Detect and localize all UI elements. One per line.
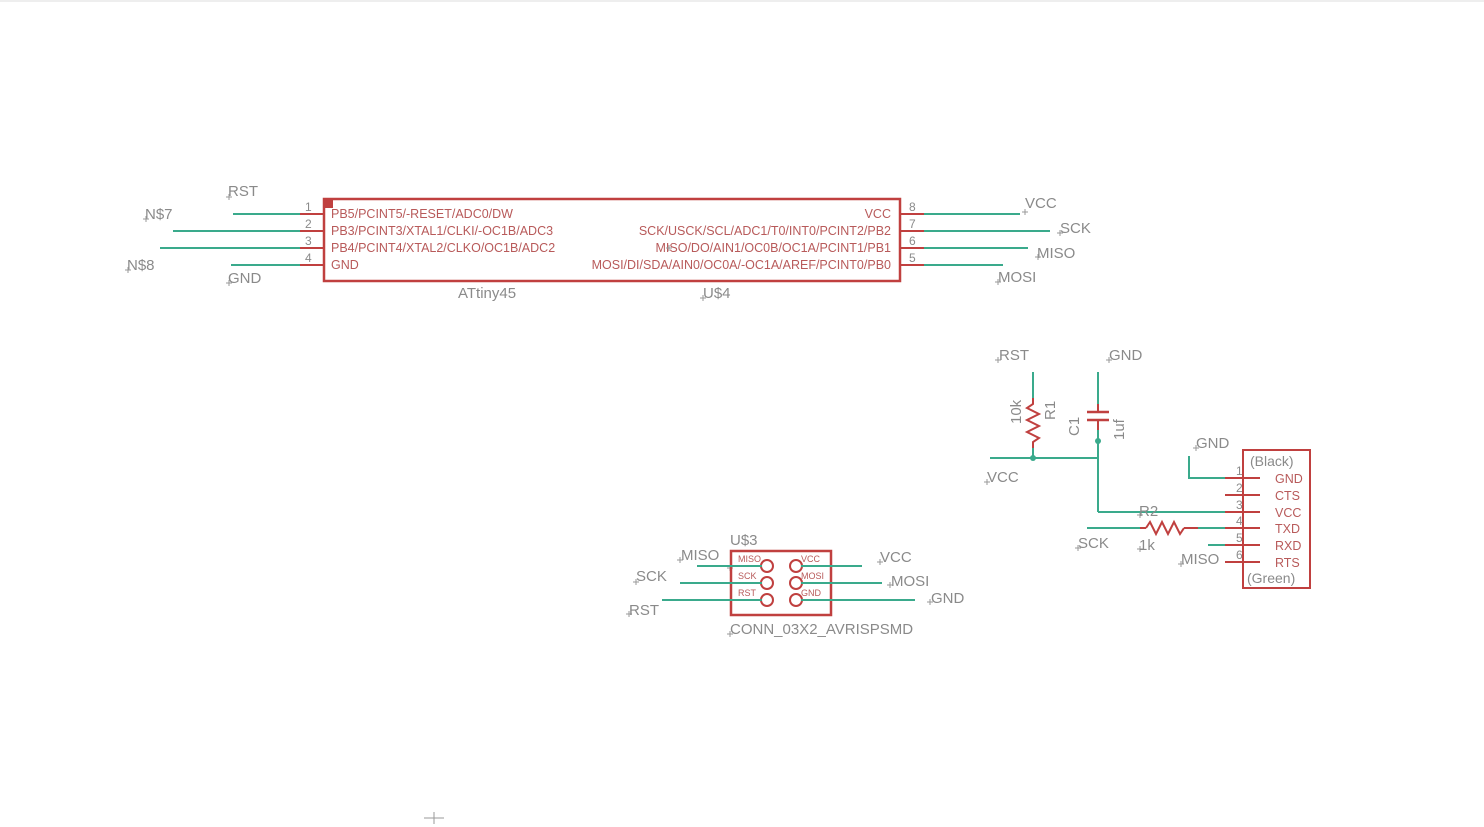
ftdi-pin-label-3: VCC bbox=[1275, 506, 1301, 520]
wire-ftdi-gnd[interactable] bbox=[1188, 456, 1225, 479]
net-label-mosi-right: MOSI bbox=[998, 269, 1036, 286]
isp-pin-label-mosi: MOSI bbox=[801, 571, 824, 581]
isp-pad-5 bbox=[760, 593, 774, 607]
net-label-rst: RST bbox=[228, 183, 258, 200]
ftdi-pin-num-4: 4 bbox=[1236, 514, 1243, 528]
r1-zigzag bbox=[1024, 398, 1042, 448]
ftdi-pin-num-5: 5 bbox=[1236, 531, 1243, 545]
attiny45-body bbox=[322, 197, 902, 283]
ftdi-body bbox=[1242, 449, 1311, 589]
ftdi-top-label: (Black) bbox=[1250, 453, 1294, 469]
net-label-sck-right: SCK bbox=[1060, 220, 1091, 237]
c1-capacitor[interactable]: C1 1uf bbox=[1066, 372, 1128, 512]
attiny-pin-label-7: SCK/USCK/SCL/ADC1/T0/INT0/PCINT2/PB2 bbox=[639, 224, 891, 238]
net-label-vcc-right: VCC bbox=[1025, 195, 1057, 212]
r2-ref: R2 bbox=[1139, 503, 1158, 520]
ftdi-pin-label-5: RXD bbox=[1275, 539, 1301, 553]
isp-pin-label-rst: RST bbox=[738, 588, 757, 598]
isp-ref: U$3 bbox=[730, 532, 758, 549]
r2-zigzag bbox=[1145, 519, 1185, 537]
net-label-gnd-left: GND bbox=[228, 270, 262, 287]
attiny-pin-num-7: 7 bbox=[909, 217, 916, 231]
ftdi-pin-num-2: 2 bbox=[1236, 481, 1243, 495]
ftdi-pin-label-4: TXD bbox=[1275, 522, 1300, 536]
attiny-pin-label-5: MOSI/DI/SDA/AIN0/OC0A/-OC1A/AREF/PCINT0/… bbox=[592, 258, 891, 272]
attiny-pin-num-1: 1 bbox=[305, 200, 312, 214]
attiny-pin-num-2: 2 bbox=[305, 217, 312, 231]
net-label-isp-gnd: GND bbox=[931, 590, 965, 607]
attiny-pin-label-8: VCC bbox=[865, 207, 891, 221]
r1-resistor[interactable]: 10k R1 bbox=[1008, 372, 1059, 458]
attiny-part-name: ATtiny45 bbox=[458, 285, 516, 302]
ftdi-pin-num-3: 3 bbox=[1236, 498, 1243, 512]
c1-value: 1uf bbox=[1111, 418, 1128, 440]
pin1-marker bbox=[324, 199, 333, 208]
net-label-isp-miso: MISO bbox=[681, 547, 719, 564]
isp-pin-label-gnd: GND bbox=[801, 588, 822, 598]
r1-value: 10k bbox=[1008, 399, 1025, 424]
r1-ref: R1 bbox=[1042, 401, 1059, 420]
net-label-n7: N$7 bbox=[145, 206, 173, 223]
attiny-pin-num-8: 8 bbox=[909, 200, 916, 214]
isp-pin-label-vcc: VCC bbox=[801, 554, 821, 564]
isp-pad-1 bbox=[760, 559, 774, 573]
r2-resistor[interactable]: R2 1k bbox=[1087, 503, 1225, 554]
ftdi-pin-label-1: GND bbox=[1275, 472, 1303, 486]
net-label-miso-right: MISO bbox=[1037, 245, 1075, 262]
attiny-pin-num-5: 5 bbox=[909, 251, 916, 265]
attiny45-part[interactable]: 1 2 3 4 8 7 6 5 PB5/PCINT5/-RESET/ADC0/D… bbox=[300, 197, 924, 302]
isp-pad-3 bbox=[760, 576, 774, 590]
c1-ref: C1 bbox=[1066, 417, 1083, 436]
isp-connector[interactable]: MISO SCK RST VCC MOSI GND U$3 CONN_03X2_… bbox=[729, 532, 913, 638]
isp-name: CONN_03X2_AVRISPSMD bbox=[730, 621, 913, 638]
ftdi-header[interactable]: (Black) (Green) 1 2 3 4 5 6 GND CTS VCC … bbox=[1225, 449, 1311, 589]
junction-r1 bbox=[1030, 455, 1036, 461]
net-label-r2-sck: SCK bbox=[1078, 535, 1109, 552]
r2-value: 1k bbox=[1139, 537, 1155, 554]
attiny-pin-num-4: 4 bbox=[305, 251, 312, 265]
isp-pin-label-sck: SCK bbox=[738, 571, 757, 581]
net-label-c1-gnd: GND bbox=[1109, 347, 1143, 364]
net-label-isp-vcc: VCC bbox=[880, 549, 912, 566]
attiny-pin-label-2: PB3/PCINT3/XTAL1/CLKI/-OC1B/ADC3 bbox=[331, 224, 553, 238]
net-label-isp-rst: RST bbox=[629, 602, 659, 619]
net-label-vcc-junction: VCC bbox=[987, 469, 1019, 486]
net-label-ftdi-miso: MISO bbox=[1181, 551, 1219, 568]
ftdi-pin-num-1: 1 bbox=[1236, 464, 1243, 478]
attiny-pin-label-1: PB5/PCINT5/-RESET/ADC0/DW bbox=[331, 207, 513, 221]
net-label-ftdi-gnd: GND bbox=[1196, 435, 1230, 452]
isp-pin-label-miso: MISO bbox=[738, 554, 761, 564]
attiny-pin-label-6: MISO/DO/AIN1/OC0B/OC1A/PCINT1/PB1 bbox=[656, 241, 892, 255]
ftdi-bottom-label: (Green) bbox=[1247, 570, 1295, 586]
junction-c1 bbox=[1095, 438, 1101, 444]
attiny-pin-label-3: PB4/PCINT4/XTAL2/CLKO/OC1B/ADC2 bbox=[331, 241, 555, 255]
attiny-part-ref: U$4 bbox=[703, 285, 731, 302]
ftdi-pin-num-6: 6 bbox=[1236, 548, 1243, 562]
ftdi-pin-label-2: CTS bbox=[1275, 489, 1300, 503]
net-label-isp-sck: SCK bbox=[636, 568, 667, 585]
attiny-pin-label-4: GND bbox=[331, 258, 359, 272]
origin-markers bbox=[125, 194, 1199, 824]
net-label-n8: N$8 bbox=[127, 257, 155, 274]
attiny-pin-num-6: 6 bbox=[909, 234, 916, 248]
net-label-isp-mosi: MOSI bbox=[891, 573, 929, 590]
net-label-r1-rst: RST bbox=[999, 347, 1029, 364]
attiny-pin-num-3: 3 bbox=[305, 234, 312, 248]
ftdi-pin-label-6: RTS bbox=[1275, 556, 1300, 570]
